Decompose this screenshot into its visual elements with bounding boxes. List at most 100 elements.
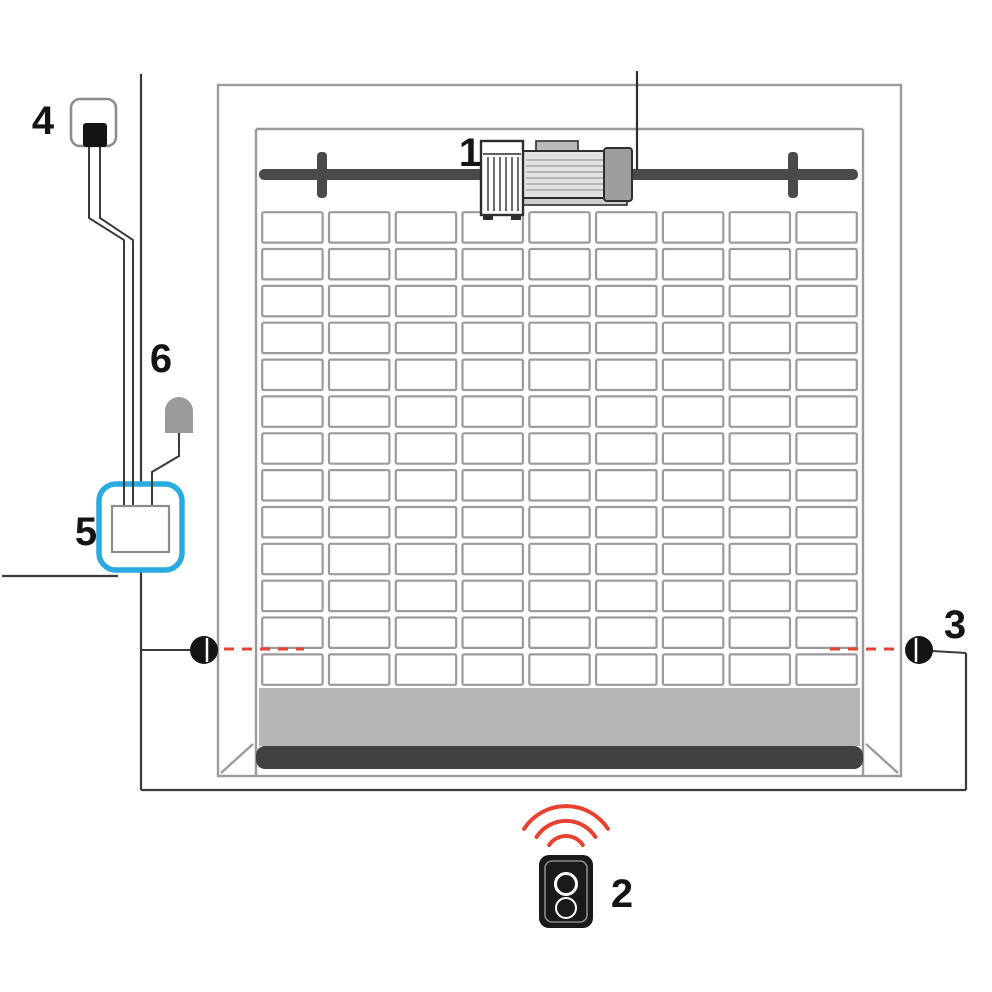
door-grid-cell xyxy=(461,469,525,502)
door-grid-cell xyxy=(327,469,391,502)
door-grid-cell xyxy=(594,653,658,686)
callout-6-lamp: 6 xyxy=(150,337,172,381)
remote-face-outline xyxy=(544,860,588,923)
door-grid-cell xyxy=(594,321,658,355)
door-grid-cell xyxy=(461,321,525,355)
door-grid-cell xyxy=(461,284,525,318)
shaft-bracket-right xyxy=(788,152,798,198)
door-grid-cell xyxy=(661,211,725,244)
door-grid-cell xyxy=(795,505,858,539)
door-grid-cell xyxy=(394,432,458,465)
door-grid-cell xyxy=(728,469,792,502)
door-grid-cell xyxy=(327,432,391,465)
motor-unit xyxy=(479,139,633,220)
door-grid-cell xyxy=(261,321,324,355)
door-grid-cell xyxy=(394,579,458,613)
door-grid-cell xyxy=(461,653,525,686)
callout-1-motor: 1 xyxy=(459,131,481,175)
control-unit-box xyxy=(110,504,171,554)
door-grid-cell xyxy=(795,616,858,649)
door-grid-cell xyxy=(661,395,725,428)
door-grid-cell xyxy=(594,395,658,428)
door-grid-cell xyxy=(528,321,591,355)
power-wire-2 xyxy=(99,147,134,512)
door-grid-cell xyxy=(728,395,792,428)
power-plug xyxy=(83,123,107,147)
door-grid-cell xyxy=(795,432,858,465)
door-grid-cell xyxy=(661,432,725,465)
radio-waves-icon xyxy=(522,804,610,848)
door-grid-cell xyxy=(728,432,792,465)
door-grid-cell xyxy=(795,653,858,686)
door-grid-cell xyxy=(261,579,324,613)
door-grid-cell xyxy=(261,395,324,428)
door-grid-cell xyxy=(261,542,324,576)
door-grid-cell xyxy=(261,653,324,686)
door-grid-cell xyxy=(394,284,458,318)
door-grid-cell xyxy=(261,616,324,649)
door-grid-cell xyxy=(461,542,525,576)
door-grid-cell xyxy=(728,616,792,649)
door-grid-cell xyxy=(528,542,591,576)
door-grid-cell xyxy=(261,211,324,244)
remote-button-top xyxy=(554,872,578,896)
photocell-right xyxy=(905,636,933,664)
door-grid-cell xyxy=(728,579,792,613)
door-grid-cell xyxy=(594,247,658,281)
door-grid-cell xyxy=(795,211,858,244)
door-grid-cell xyxy=(461,579,525,613)
door-grid-cell xyxy=(261,247,324,281)
door-grid-cell xyxy=(528,284,591,318)
door-grid-cell xyxy=(728,247,792,281)
door-grid-cell xyxy=(394,505,458,539)
gearbox-ribs xyxy=(483,153,521,211)
wiring xyxy=(88,147,967,654)
door-bottom-panel xyxy=(259,688,860,746)
door-grid-cell xyxy=(661,505,725,539)
door-grid-cell xyxy=(661,542,725,576)
gearbox-foot-right xyxy=(511,215,521,220)
door-grid-cell xyxy=(594,542,658,576)
door-grid-cell xyxy=(594,505,658,539)
door-grid-cell xyxy=(327,247,391,281)
door-grid-cell xyxy=(528,579,591,613)
photocell-right-body xyxy=(905,636,933,664)
door-grid-cell xyxy=(728,211,792,244)
door-grid-cell xyxy=(728,653,792,686)
door-grid-cell xyxy=(327,542,391,576)
door-grid-cell xyxy=(528,211,591,244)
wall-lines xyxy=(2,74,968,792)
door-grid-cell xyxy=(394,542,458,576)
door-grid-cell xyxy=(327,211,391,244)
door-grid-cell xyxy=(661,616,725,649)
door-grid-cell xyxy=(795,358,858,392)
door-grid-cell xyxy=(795,321,858,355)
photocell-right-wire xyxy=(931,650,967,654)
door-grid-cell xyxy=(728,358,792,392)
lamp-wire xyxy=(151,432,180,512)
door-grid-cell xyxy=(728,505,792,539)
door-grid-cell xyxy=(327,321,391,355)
door-grid-cell xyxy=(261,505,324,539)
door-grid-cell xyxy=(394,358,458,392)
door-frame-left-bevel xyxy=(220,743,254,774)
photocell-left xyxy=(190,636,218,664)
door-grid-cell xyxy=(528,616,591,649)
door-grid-cell xyxy=(261,284,324,318)
door-grid xyxy=(261,211,858,686)
door-grid-cell xyxy=(394,321,458,355)
callout-3-photocell: 3 xyxy=(944,603,966,647)
door-grid-cell xyxy=(661,321,725,355)
door-grid-cell xyxy=(728,284,792,318)
door-grid-cell xyxy=(528,653,591,686)
remote-control xyxy=(539,855,593,928)
door-grid-cell xyxy=(795,542,858,576)
callout-5-control-unit: 5 xyxy=(75,510,97,554)
door-grid-cell xyxy=(261,432,324,465)
lamp-dome xyxy=(165,397,193,433)
door-grid-cell xyxy=(795,469,858,502)
door-grid-cell xyxy=(528,395,591,428)
door-grid-cell xyxy=(327,505,391,539)
